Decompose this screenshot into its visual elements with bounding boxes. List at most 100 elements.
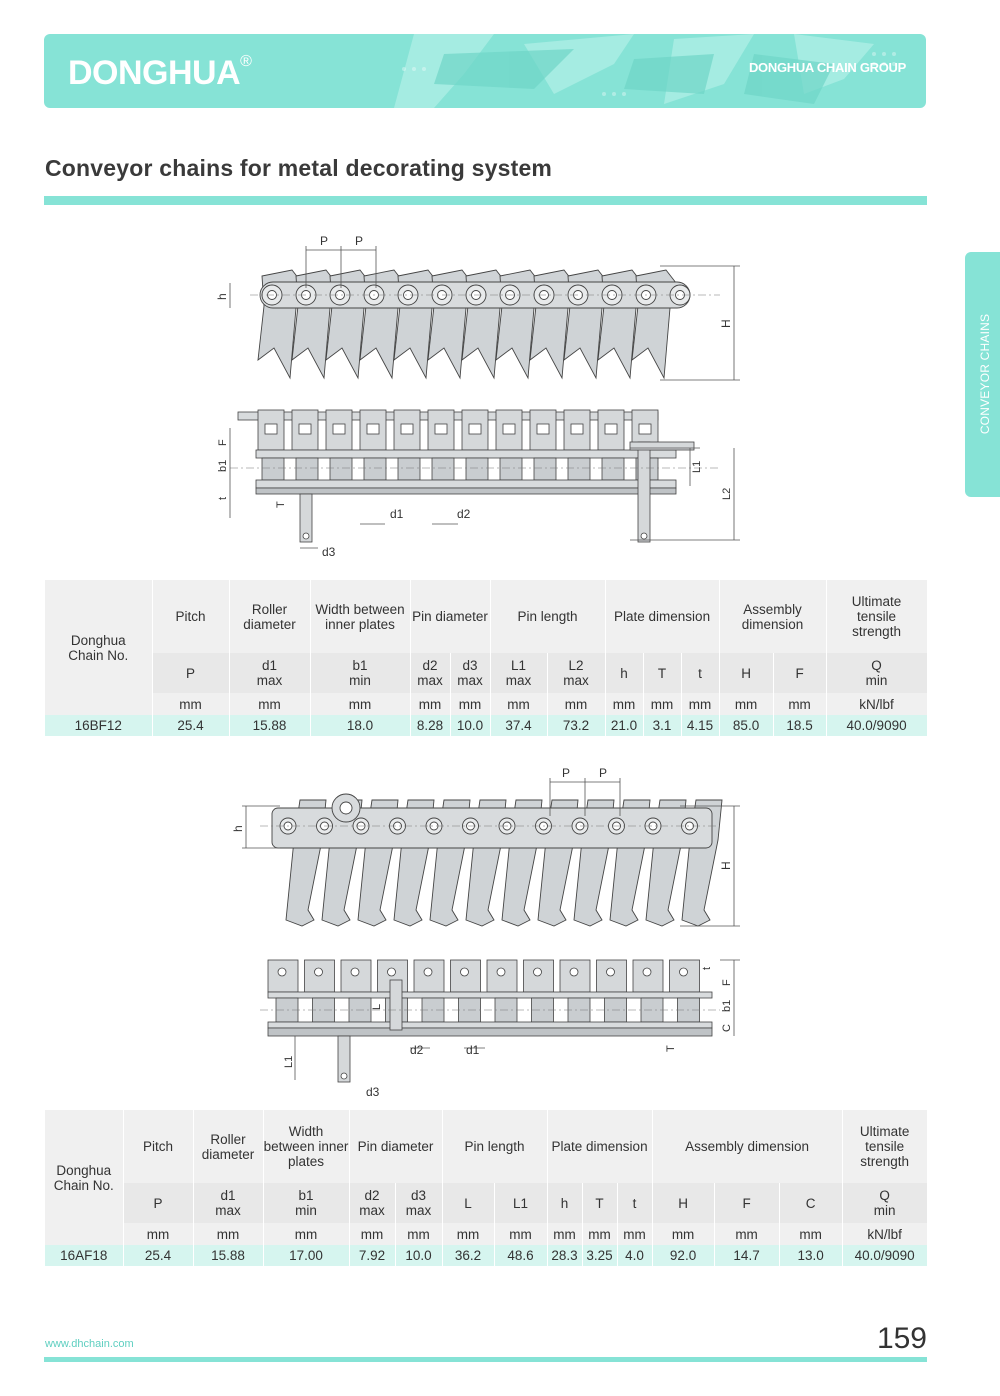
- outer-plate-bottom: [267, 1021, 713, 1029]
- value-cell: 92.0: [652, 1245, 715, 1266]
- label-h: h: [215, 293, 229, 300]
- symbol-main: T: [657, 665, 667, 681]
- footer-url[interactable]: www.dhchain.com: [45, 1338, 134, 1350]
- attachment-slot: [366, 423, 380, 435]
- attachment-slot: [638, 423, 652, 435]
- unit-cell: mm: [681, 693, 720, 715]
- banner-texture: [394, 34, 896, 108]
- value-cell: 8.28: [410, 715, 451, 736]
- roller: [261, 457, 285, 481]
- footer-rule: [44, 1357, 927, 1362]
- unit-cell: mm: [582, 1223, 618, 1245]
- label-H: H: [719, 861, 733, 870]
- unit-cell: mm: [450, 693, 491, 715]
- spec-table-16af18: Donghua Chain No. Pitch Roller diameter …: [45, 1110, 928, 1266]
- roller: [329, 457, 353, 481]
- center-link-hole: [339, 801, 353, 815]
- symbol-cell: P: [123, 1183, 194, 1223]
- value-cell: 15.88: [229, 715, 311, 736]
- outer-plate-top: [267, 991, 713, 999]
- attachment-hole: [496, 967, 506, 977]
- chain-no-header: Donghua Chain No.: [45, 580, 153, 715]
- attachment-slot: [468, 423, 482, 435]
- attachment-slot: [536, 423, 550, 435]
- attachment-hole: [387, 967, 396, 977]
- symbol-cell: t: [681, 653, 720, 693]
- group-header: Pitch: [123, 1110, 194, 1183]
- unit-cell: mm: [263, 1223, 350, 1245]
- symbol-main: T: [595, 1195, 604, 1211]
- side-tab-label: CONVEYOR CHAINS: [978, 313, 992, 435]
- unit-cell: mm: [395, 1223, 443, 1245]
- inner-plate-bottom: [255, 479, 677, 489]
- symbol-main: L1: [511, 658, 527, 673]
- symbol-qualifier: max: [359, 1203, 385, 1218]
- unit-cell: mm: [310, 693, 411, 715]
- unit-cell: mm: [490, 693, 548, 715]
- symbol-qualifier: min: [295, 1203, 317, 1218]
- group-header: Assembly dimension: [652, 1110, 843, 1183]
- symbol-qualifier: min: [349, 673, 371, 688]
- pin-end-hole: [640, 532, 648, 540]
- value-cell: 10.0: [395, 1245, 443, 1266]
- symbol-main: Q: [871, 658, 882, 673]
- unit-cell: mm: [494, 1223, 548, 1245]
- attachment-hole: [679, 967, 688, 977]
- attachment-slot: [502, 423, 516, 435]
- symbol-cell: h: [547, 1183, 583, 1223]
- unit-cell: mm: [547, 1223, 583, 1245]
- unit-cell: mm: [714, 1223, 780, 1245]
- value-cell: 3.1: [643, 715, 682, 736]
- group-header: Pin length: [490, 580, 606, 653]
- value-cell: 40.0/9090: [826, 715, 928, 736]
- guide-rail: [267, 1027, 713, 1037]
- symbol-qualifier: max: [215, 1203, 241, 1218]
- group-header: Ultimate tensile strength: [842, 1110, 928, 1183]
- attachment-slot: [332, 423, 346, 435]
- symbol-main: d1: [220, 1188, 236, 1203]
- symbol-main: d3: [462, 658, 478, 673]
- label-pitch-2: P: [599, 766, 607, 780]
- symbol-cell: C: [779, 1183, 843, 1223]
- symbol-main: Q: [879, 1188, 890, 1203]
- attachment-slot: [298, 423, 312, 435]
- symbol-main: t: [698, 665, 702, 681]
- label-L1: L1: [283, 1056, 295, 1068]
- unit-cell: mm: [652, 1223, 715, 1245]
- symbol-qualifier: max: [417, 673, 443, 688]
- attachment-hole: [314, 967, 323, 977]
- unit-cell: mm: [193, 1223, 264, 1245]
- group-header: Pin diameter: [410, 580, 491, 653]
- spec-table-16bf12: Donghua Chain No. Pitch Roller diameter …: [45, 580, 928, 736]
- label-pitch-1: P: [562, 766, 570, 780]
- roller: [499, 457, 523, 481]
- group-header: Plate dimension: [547, 1110, 653, 1183]
- value-cell: 17.00: [263, 1245, 350, 1266]
- symbol-main: L2: [568, 658, 584, 673]
- roller: [567, 457, 591, 481]
- value-cell: 21.0: [605, 715, 644, 736]
- guide-rail: [255, 487, 677, 495]
- side-tab[interactable]: CONVEYOR CHAINS: [965, 252, 1000, 497]
- unit-cell: mm: [773, 693, 827, 715]
- extended-pin: [299, 493, 313, 543]
- label-T: T: [275, 501, 287, 508]
- value-cell: 85.0: [719, 715, 774, 736]
- attachment-block: [291, 409, 319, 451]
- unit-cell: kN/lbf: [826, 693, 928, 715]
- label-T: T: [665, 1045, 677, 1052]
- group-header: Width between inner plates: [310, 580, 411, 653]
- symbol-main: H: [678, 1195, 688, 1211]
- group-header: Assembly dimension: [719, 580, 827, 653]
- symbol-main: F: [795, 665, 804, 681]
- unit-cell: mm: [410, 693, 451, 715]
- group-header: Pin diameter: [349, 1110, 443, 1183]
- label-b1: b1: [217, 460, 229, 472]
- symbol-cell: H: [652, 1183, 715, 1223]
- label-L2: L2: [721, 488, 733, 500]
